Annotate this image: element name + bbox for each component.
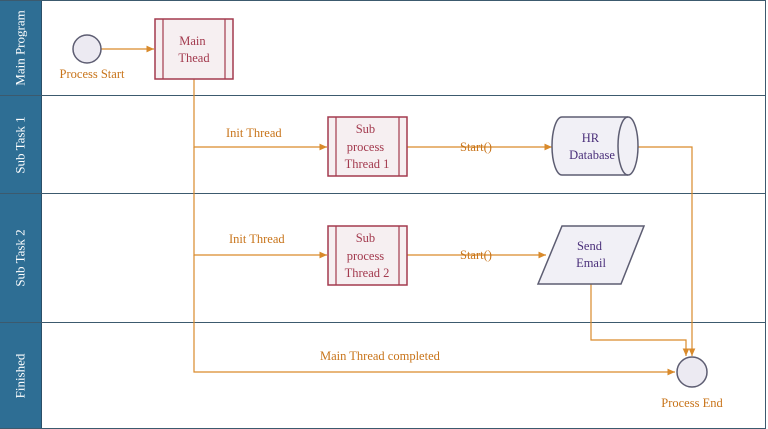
svg-text:Main Thead: Main Thead — [178, 34, 210, 65]
sub2-line-3: Thread 2 — [345, 266, 390, 280]
lane-header-sub-task-1: Sub Task 1 — [0, 96, 42, 193]
lane-divider — [0, 322, 766, 323]
connector-email-to-end — [590, 284, 690, 356]
lane-divider — [0, 0, 766, 1]
database-line-2: Database — [569, 148, 615, 162]
database-line-1: HR — [582, 131, 600, 145]
svg-text:Sub process Th: Sub process Thread 1 — [345, 122, 390, 171]
edge-label-main-thread-completed: Main Thread completed — [320, 349, 441, 363]
edge-label-start-2: Start() — [460, 248, 492, 262]
lane-divider — [0, 193, 766, 194]
edge-label-init-thread-2: Init Thread — [229, 232, 285, 246]
sub1-line-2: process — [347, 140, 385, 154]
main-thread-line-1: Main — [179, 34, 206, 48]
svg-text:Sub process Th: Sub process Thread 2 — [345, 231, 390, 280]
lane-divider — [0, 95, 766, 96]
connector-database-to-end — [638, 146, 696, 356]
send-email-parallelogram: Send Email — [536, 225, 646, 285]
end-event-circle — [676, 356, 708, 388]
email-line-2: Email — [576, 256, 606, 270]
connector-main-to-end — [193, 255, 675, 376]
lane-header-sub-task-2: Sub Task 2 — [0, 194, 42, 322]
sub-process-thread-1-box: Sub process Thread 1 — [327, 116, 408, 177]
hr-database-cylinder: HR Database — [551, 116, 639, 176]
sub1-line-3: Thread 1 — [345, 157, 390, 171]
start-event-circle — [72, 34, 102, 64]
sub-process-thread-2-box: Sub process Thread 2 — [327, 225, 408, 286]
diagram-right-border — [765, 0, 766, 429]
main-thread-line-2: Thead — [178, 51, 210, 65]
lane-header-finished: Finished — [0, 323, 42, 428]
lane-header-main-program: Main Program — [0, 1, 42, 95]
svg-text:HR Database: HR Database — [569, 131, 615, 162]
sub2-line-1: Sub — [356, 231, 375, 245]
process-start-label: Process Start — [60, 67, 125, 81]
svg-text:Send Email: Send Email — [576, 239, 606, 270]
email-line-1: Send — [577, 239, 603, 253]
edge-label-start-1: Start() — [460, 140, 492, 154]
process-end-label: Process End — [661, 396, 723, 410]
sub1-line-1: Sub — [356, 122, 375, 136]
edge-label-init-thread-1: Init Thread — [226, 126, 282, 140]
sub2-line-2: process — [347, 249, 385, 263]
main-thread-box: Main Thead — [154, 18, 234, 80]
